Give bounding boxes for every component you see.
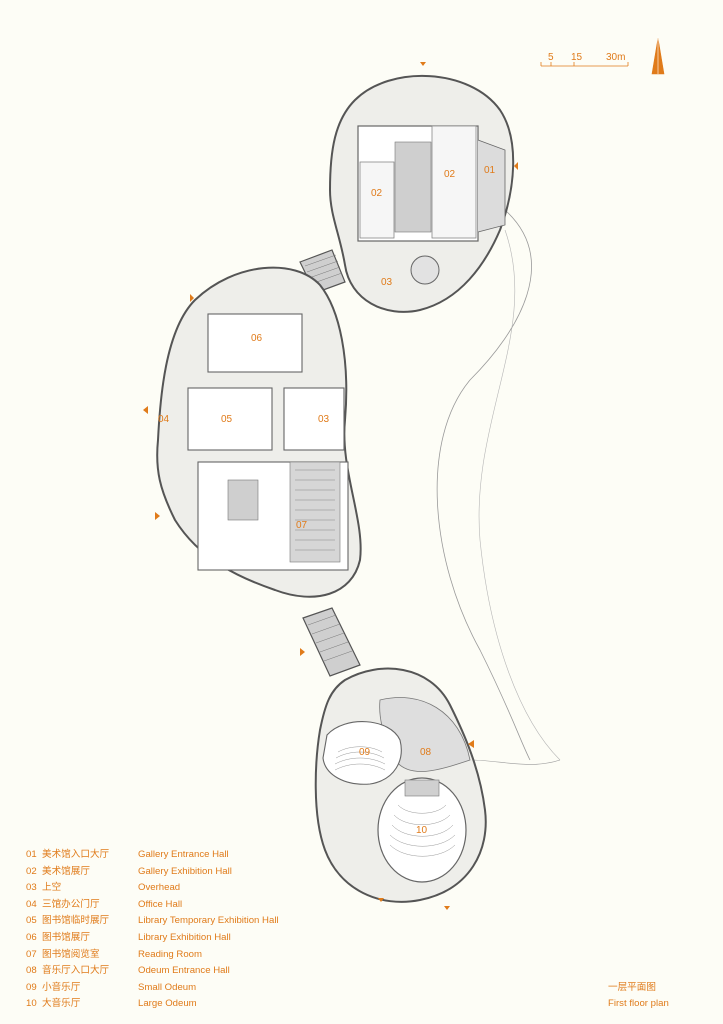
legend-english-label: Reading Room xyxy=(138,948,202,960)
site-boundary-line-2 xyxy=(478,229,561,761)
legend-chinese-label: 上空 xyxy=(42,882,62,894)
legend-row: 01 美术馆入口大厅 Gallery Entrance Hall xyxy=(26,847,279,864)
label-library-temp-exhibition: 05 xyxy=(221,414,233,425)
legend-chinese-label: 图书馆展厅 xyxy=(42,931,90,943)
label-odeum-entrance: 08 xyxy=(420,747,432,758)
library-block-03 xyxy=(283,387,345,451)
site-boundary-line-3 xyxy=(469,759,561,765)
label-reading-room: 07 xyxy=(296,520,308,531)
gallery-inner-hall-left xyxy=(359,161,395,239)
legend-row: 07 图书馆阅览室 Reading Room xyxy=(26,947,279,964)
north-arrow-icon xyxy=(651,36,665,75)
library-block-05 xyxy=(187,387,273,451)
legend-english-label: Library Temporary Exhibition Hall xyxy=(138,915,279,927)
caption-zh: 一层平面图 xyxy=(608,982,656,993)
legend-english-label: Large Odeum xyxy=(138,998,197,1010)
label-office-hall: 04 xyxy=(158,414,170,425)
bridge-lower xyxy=(302,607,361,677)
legend-row: 02 美术馆展厅 Gallery Exhibition Hall xyxy=(26,864,279,881)
scale-tick-30m: 30m xyxy=(606,52,625,63)
legend-row: 04 三馆办公门厅 Office Hall xyxy=(26,897,279,914)
label-gallery-exhibition-a: 02 xyxy=(371,188,383,199)
scale-tick-15: 15 xyxy=(571,52,583,63)
legend-english-label: Library Exhibition Hall xyxy=(138,931,231,943)
label-small-odeum: 09 xyxy=(359,747,371,758)
legend-english-label: Odeum Entrance Hall xyxy=(138,965,230,977)
legend-english-label: Small Odeum xyxy=(138,981,197,993)
library-stair xyxy=(227,479,259,521)
gallery-entrance-wall xyxy=(477,139,506,233)
gallery-inner-hall-right xyxy=(431,125,477,239)
entrance-markers xyxy=(143,62,518,910)
legend-number: 03 xyxy=(26,882,37,894)
label-library-exhibition: 06 xyxy=(251,333,263,344)
legend-chinese-label: 图书馆临时展厅 xyxy=(42,915,110,927)
label-overhead-gallery: 03 xyxy=(381,277,393,288)
label-gallery-exhibition-b: 02 xyxy=(444,169,456,180)
label-overhead-library: 03 xyxy=(318,414,330,425)
legend: 01 美术馆入口大厅 Gallery Entrance Hall 02 美术馆展厅 Gal… xyxy=(26,847,279,1013)
legend-english-label: Overhead xyxy=(138,882,181,894)
legend-number: 04 xyxy=(26,898,37,910)
site-boundary-line xyxy=(436,209,532,761)
scale-bar: 5 15 30m xyxy=(540,52,629,67)
caption-en: First floor plan xyxy=(608,998,669,1009)
legend-row: 08 音乐厅入口大厅 Odeum Entrance Hall xyxy=(26,963,279,980)
legend-row: 06 图书馆展厅 Library Exhibition Hall xyxy=(26,930,279,947)
scale-tick-5: 5 xyxy=(548,52,554,63)
gallery-rotunda xyxy=(410,255,440,285)
legend-english-label: Gallery Exhibition Hall xyxy=(138,865,232,877)
legend-chinese-label: 美术馆入口大厅 xyxy=(42,849,110,860)
large-odeum-hall xyxy=(377,777,467,883)
legend-number: 07 xyxy=(26,948,37,960)
legend-chinese-label: 美术馆展厅 xyxy=(42,865,90,877)
legend-row: 09 小音乐厅 Small Odeum xyxy=(26,980,279,997)
legend-row: 05 图书馆临时展厅 Library Temporary Exhibition Ha… xyxy=(26,913,279,930)
gallery-stair xyxy=(394,141,432,233)
legend-chinese-label: 三馆办公门厅 xyxy=(42,898,100,910)
legend-number: 05 xyxy=(26,915,37,927)
legend-row: 10 大音乐厅 Large Odeum xyxy=(26,996,279,1013)
label-gallery-entrance: 01 xyxy=(484,165,496,176)
legend-chinese-label: 图书馆阅览室 xyxy=(42,948,100,960)
legend-chinese-label: 音乐厅入口大厅 xyxy=(42,965,110,977)
library-block-06 xyxy=(207,313,303,373)
legend-number: 06 xyxy=(26,931,37,943)
label-large-odeum: 10 xyxy=(416,825,428,836)
legend-chinese-label: 小音乐厅 xyxy=(42,981,81,993)
legend-number: 08 xyxy=(26,965,37,977)
legend-row: 03 上空 Overhead xyxy=(26,880,279,897)
legend-number: 02 xyxy=(26,865,37,877)
legend-number: 09 xyxy=(26,981,37,993)
legend-english-label: Gallery Entrance Hall xyxy=(138,849,229,860)
legend-number: 01 xyxy=(26,849,37,860)
legend-chinese-label: 大音乐厅 xyxy=(42,998,81,1010)
large-odeum-stage xyxy=(404,779,440,797)
legend-english-label: Office Hall xyxy=(138,898,183,910)
library-stacks xyxy=(289,461,341,563)
plan-caption: 一层平面图 First floor plan xyxy=(608,980,669,1012)
legend-number: 10 xyxy=(26,998,37,1010)
